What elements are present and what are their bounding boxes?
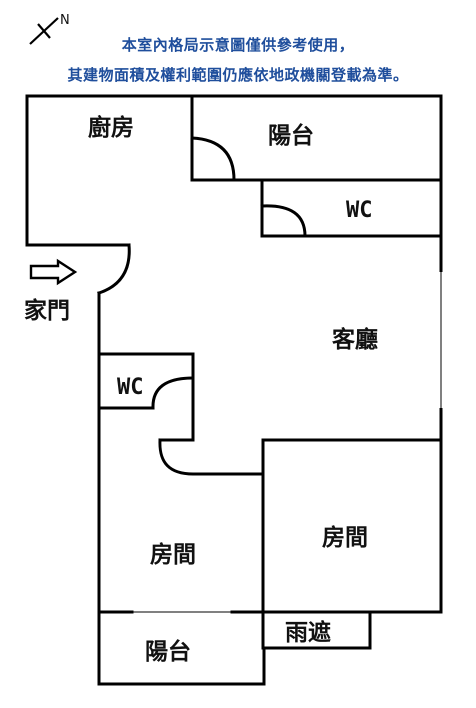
living-room-label: 客廳 xyxy=(332,326,378,353)
wc-mid-label: WC xyxy=(117,375,144,400)
disclaimer-line-1: 本室內格局示意圖僅供參考使用， xyxy=(121,36,355,54)
balcony-top-label: 陽台 xyxy=(268,122,314,149)
balcony-bottom-label: 陽台 xyxy=(145,638,191,665)
canopy-label: 雨遮 xyxy=(285,619,331,646)
kitchen-label: 廚房 xyxy=(88,114,134,141)
wc-top-label: WC xyxy=(346,198,373,223)
wc-top-door-swing xyxy=(260,204,307,238)
bedroom-door-swing xyxy=(158,438,265,476)
bedroom-right-label: 房間 xyxy=(322,524,368,551)
disclaimer-line-2: 其建物面積及權利範圍仍應依地政機關登載為準。 xyxy=(67,66,409,84)
kitchen-door-swing xyxy=(190,136,236,182)
compass-north-label: N xyxy=(60,13,70,28)
entrance-label: 家門 xyxy=(24,297,70,324)
wc-mid-door-swing xyxy=(151,376,195,410)
compass-icon: N xyxy=(29,13,70,45)
entrance-door-swing xyxy=(97,243,131,295)
entrance-arrow-icon xyxy=(29,258,78,286)
bedroom-left-label: 房間 xyxy=(150,541,196,568)
outer-wall xyxy=(25,94,443,686)
